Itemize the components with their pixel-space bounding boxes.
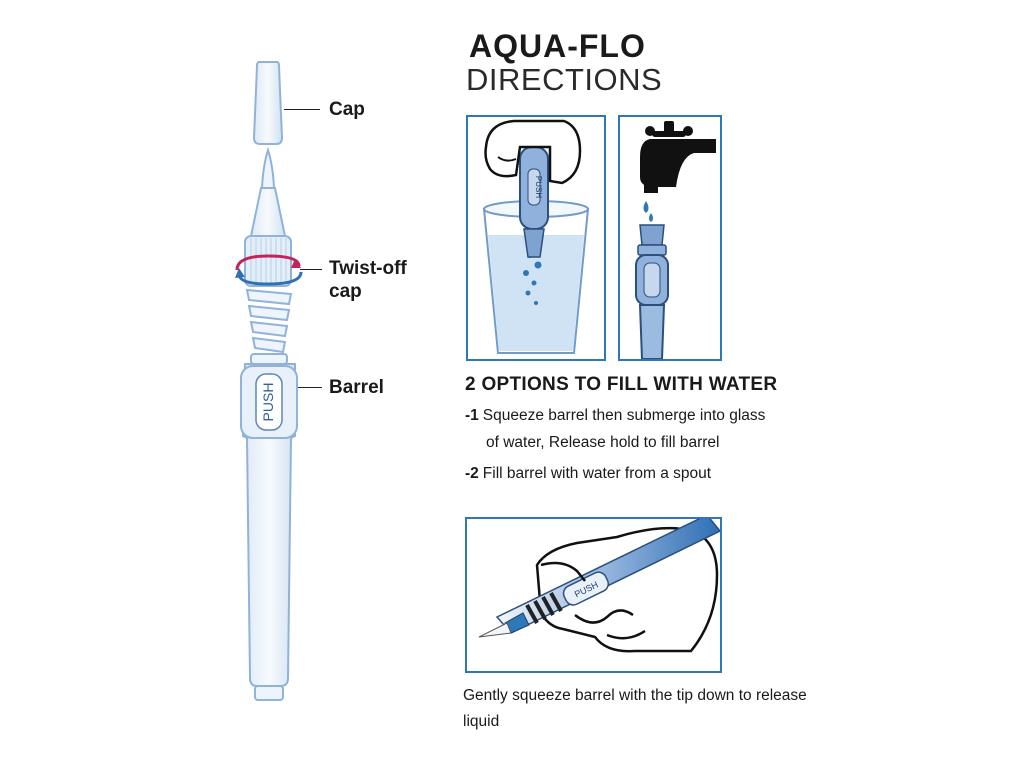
cap-shape bbox=[252, 61, 284, 145]
step-1-number: -1 bbox=[465, 407, 479, 424]
glass-illustration: PUSH bbox=[482, 119, 590, 354]
push-text: PUSH bbox=[260, 383, 276, 422]
step-2-text: Fill barrel with water from a spout bbox=[482, 465, 712, 482]
squeeze-illustration-frame: PUSH bbox=[465, 517, 722, 673]
step-1-continued: of water, Release hold to fill barrel bbox=[486, 432, 719, 454]
twist-cap-label: Twist-off cap bbox=[329, 257, 407, 303]
twist-cap-label-line2: cap bbox=[329, 281, 362, 302]
diagram-subtitle: DIRECTIONS bbox=[466, 62, 663, 97]
step-2-number: -2 bbox=[465, 465, 479, 482]
threaded-section bbox=[245, 288, 293, 354]
cap-label: Cap bbox=[329, 99, 365, 120]
twist-cap-shape bbox=[244, 235, 292, 287]
barrel-leader-line bbox=[298, 387, 322, 388]
squeeze-caption: Gently squeeze barrel with the tip down … bbox=[463, 687, 807, 730]
twist-cap-label-line1: Twist-off bbox=[329, 258, 407, 279]
barrel-label: Barrel bbox=[329, 377, 384, 398]
spout-illustration-frame bbox=[618, 115, 722, 361]
glass-illustration-frame: PUSH bbox=[466, 115, 606, 361]
twist-leader-line bbox=[300, 269, 322, 270]
cap-leader-line bbox=[284, 109, 320, 110]
step-1-text-line1: Squeeze barrel then submerge into glass bbox=[482, 407, 766, 424]
spout-illustration bbox=[635, 121, 716, 359]
options-heading: 2 OPTIONS TO FILL WITH WATER bbox=[465, 374, 778, 395]
diagram-title: AQUA-FLO bbox=[469, 28, 646, 64]
nozzle-shape bbox=[249, 187, 287, 237]
brush-tip-shape bbox=[260, 146, 276, 189]
step-1-text-line2: of water, Release hold to fill barrel bbox=[486, 434, 720, 451]
squeeze-illustration: PUSH bbox=[478, 519, 720, 653]
aqua-flo-pen-illustration: PUSH bbox=[235, 61, 303, 701]
twist-arrow-blue bbox=[237, 271, 303, 286]
glass-push-text: PUSH bbox=[534, 176, 543, 198]
